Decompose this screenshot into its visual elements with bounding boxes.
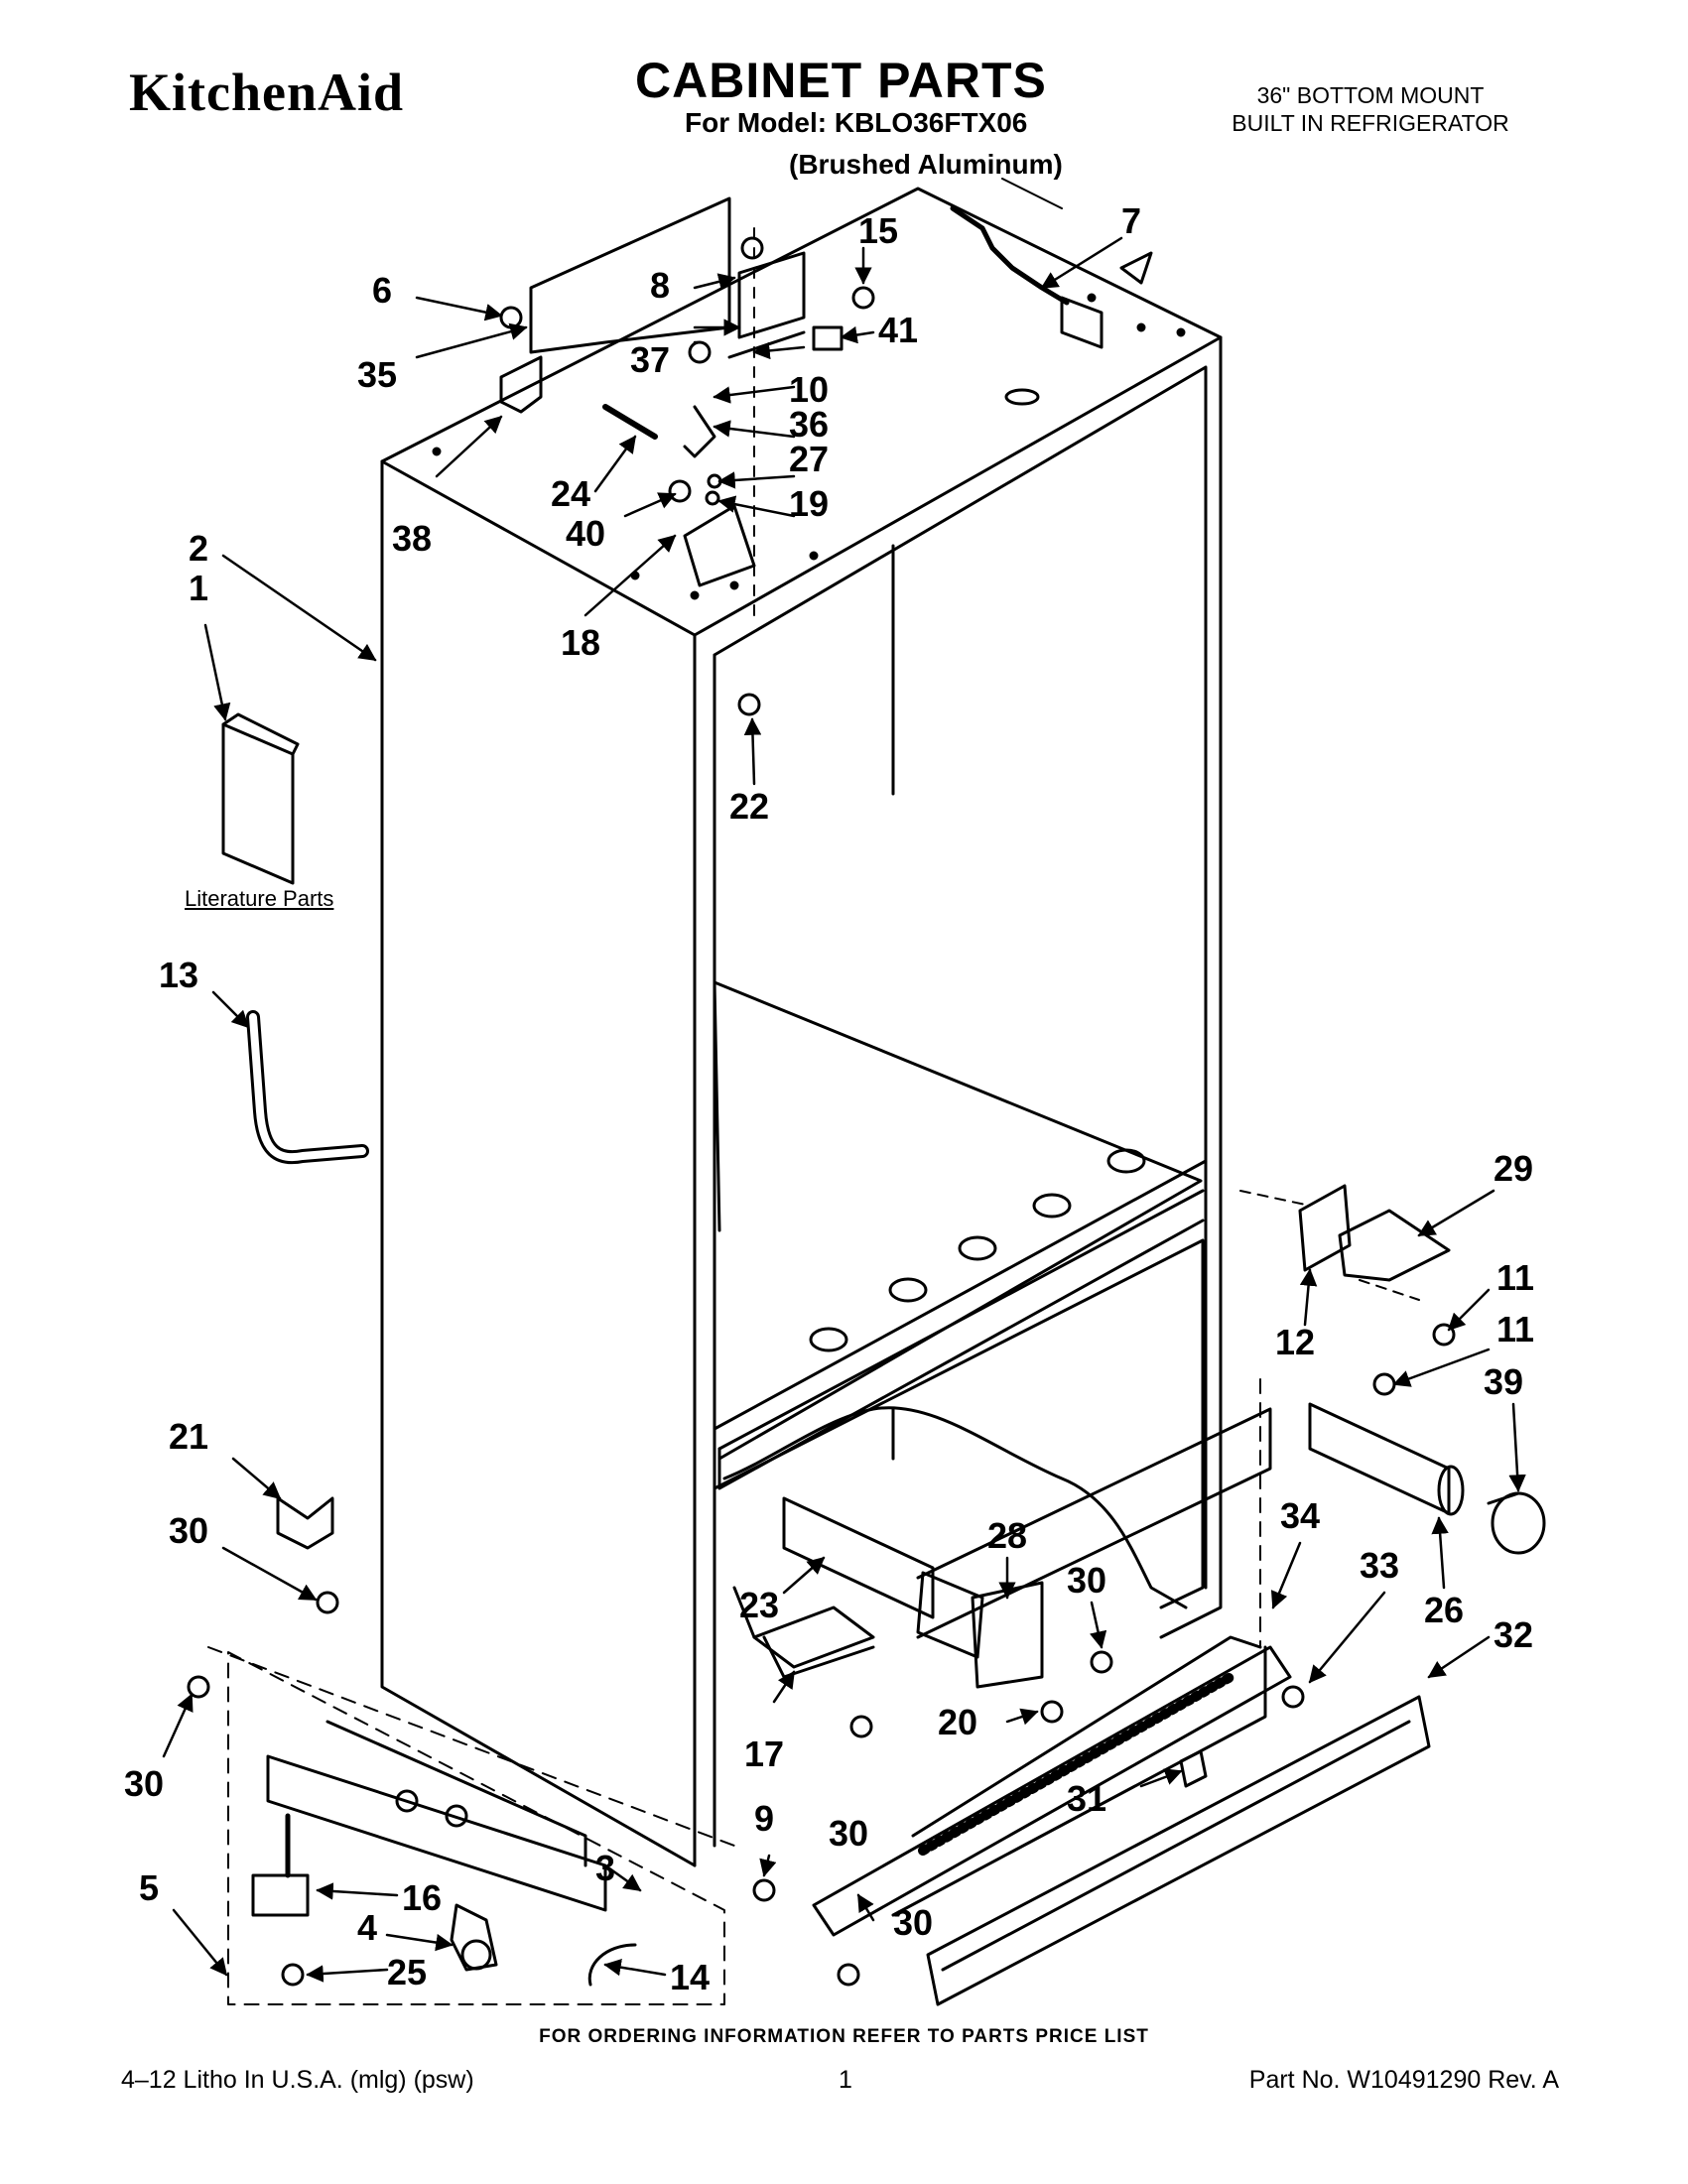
callout-28: 28: [987, 1515, 1027, 1556]
base-frame: [207, 1646, 735, 2005]
model-line: For Model: KBLO36FTX06: [685, 107, 1028, 138]
callout-27: 27: [789, 439, 829, 479]
drain-tube: [246, 1010, 369, 1165]
callout-9: 9: [754, 1798, 774, 1839]
callout-11a: 11: [1496, 1257, 1534, 1298]
callout-19: 19: [789, 483, 829, 524]
callout-41: 41: [878, 310, 918, 350]
callout-17: 17: [744, 1734, 784, 1774]
callout-35: 35: [357, 354, 397, 395]
callout-30c: 30: [829, 1813, 868, 1854]
callout-31: 31: [1067, 1778, 1106, 1819]
callout-23: 23: [739, 1585, 779, 1625]
callout-24: 24: [551, 473, 590, 514]
callout-38: 38: [392, 518, 432, 559]
callout-30e: 30: [1067, 1560, 1106, 1601]
callout-3: 3: [595, 1848, 615, 1888]
callout-36: 36: [789, 404, 829, 445]
callout-18: 18: [561, 622, 600, 663]
rear-panel: [529, 196, 731, 354]
callout-14: 14: [670, 1957, 710, 1997]
callout-4: 4: [357, 1907, 377, 1948]
product-line-1: 36" BOTTOM MOUNT: [1256, 82, 1485, 108]
page-number: 1: [839, 2066, 852, 2094]
litho-info: 4–12 Litho In U.S.A. (mlg) (psw): [121, 2066, 474, 2094]
callout-22: 22: [729, 786, 769, 827]
part-number: Part No. W10491290 Rev. A: [1248, 2066, 1559, 2094]
literature-parts-label: Literature Parts: [185, 886, 334, 911]
bracket-21: [276, 1496, 334, 1550]
top-hinge-assembly: [499, 227, 844, 616]
callout-1: 1: [189, 568, 208, 608]
callout-2: 2: [189, 528, 208, 569]
door-hinge-plates: [1239, 1184, 1451, 1301]
brand-logo: KitchenAid: [129, 63, 405, 122]
callout-20: 20: [938, 1702, 977, 1742]
product-line-2: BUILT IN REFRIGERATOR: [1232, 110, 1509, 136]
wire-harness: [950, 178, 1153, 349]
callout-37: 37: [630, 339, 670, 380]
callout-13: 13: [159, 955, 198, 995]
callout-30d: 30: [893, 1902, 933, 1943]
water-filter: [1308, 1402, 1546, 1555]
callout-labels: 1 2 3 4 5 6 7 8 9 10 11 11 12 13 14 15 1…: [124, 200, 1534, 1997]
callout-21: 21: [169, 1416, 208, 1457]
callout-25: 25: [387, 1952, 427, 1992]
callout-26: 26: [1424, 1590, 1464, 1630]
ordering-note: FOR ORDERING INFORMATION REFER TO PARTS …: [539, 2026, 1149, 2047]
callout-7: 7: [1121, 200, 1141, 241]
lower-duct-assembly: [732, 1496, 1044, 1689]
product-description: 36" BOTTOM MOUNT BUILT IN REFRIGERATOR: [1192, 81, 1549, 137]
page-title: CABINET PARTS: [635, 53, 1047, 108]
callout-40: 40: [566, 513, 605, 554]
callout-11b: 11: [1496, 1309, 1534, 1349]
callout-33: 33: [1360, 1545, 1399, 1586]
callout-10: 10: [789, 369, 829, 410]
literature-book: [221, 712, 300, 885]
callout-29: 29: [1493, 1148, 1533, 1189]
callout-15: 15: [858, 210, 898, 251]
callout-5: 5: [139, 1867, 159, 1908]
callout-34: 34: [1280, 1495, 1320, 1536]
callout-12: 12: [1275, 1322, 1315, 1362]
base-grille: [812, 1378, 1431, 2006]
callout-32: 32: [1493, 1614, 1533, 1655]
callout-30b: 30: [124, 1763, 164, 1804]
callout-30a: 30: [169, 1510, 208, 1551]
callout-6: 6: [372, 270, 392, 311]
callout-39: 39: [1484, 1361, 1523, 1402]
leader-arrows: [162, 236, 1526, 1983]
callout-16: 16: [402, 1877, 442, 1918]
callout-8: 8: [650, 265, 670, 306]
finish-line: (Brushed Aluminum): [789, 149, 1063, 180]
